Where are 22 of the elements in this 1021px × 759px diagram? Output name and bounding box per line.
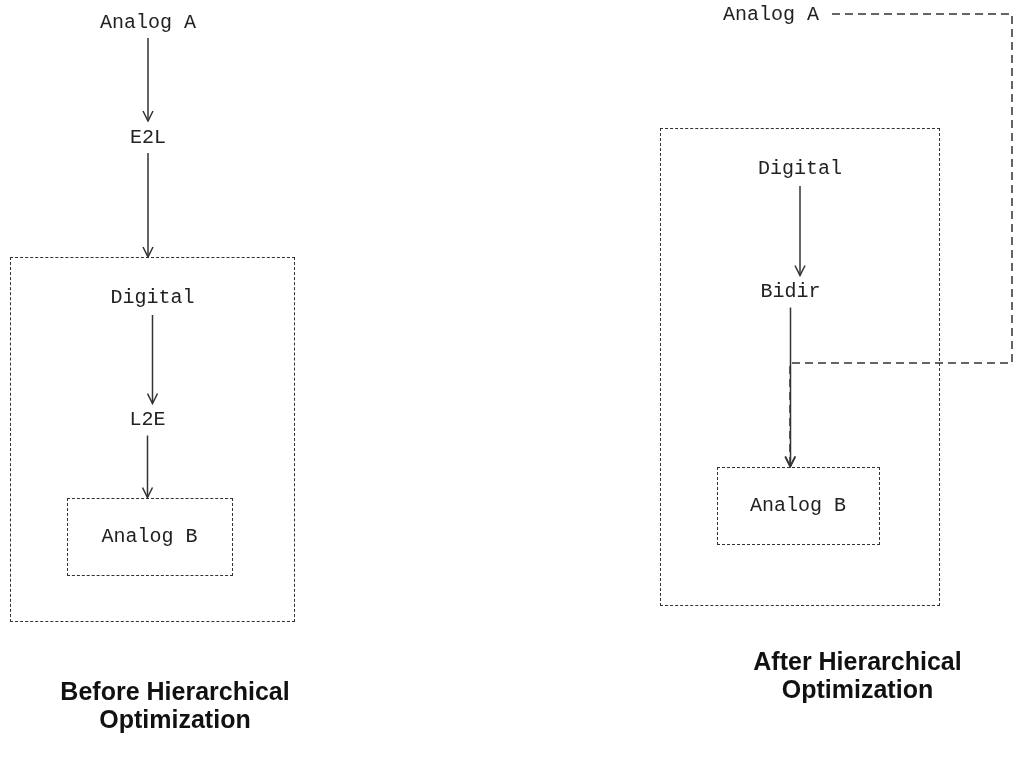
block-label: Analog B (101, 525, 198, 548)
block-title: Digital (110, 286, 195, 309)
signal-label: E2L (124, 121, 172, 153)
caption: After Hierarchical Optimization (752, 648, 963, 703)
block-title: Digital (758, 157, 842, 180)
signal-label: Bidir (751, 275, 830, 308)
block-label: Analog B (750, 494, 846, 517)
signal-label: Analog A (712, 0, 830, 28)
arrow (141, 434, 154, 499)
signal-label: Analog A (95, 6, 201, 38)
block-box (66, 497, 233, 576)
arrow (142, 152, 154, 258)
arrow (794, 185, 806, 277)
arrow (142, 37, 154, 122)
block-box (10, 257, 295, 622)
block-box (660, 128, 940, 606)
block-box (716, 466, 880, 545)
arrow (784, 306, 797, 468)
caption: Before Hierarchical Optimization (59, 678, 291, 733)
arrow (784, 13, 1013, 468)
arrow (146, 314, 159, 405)
signal-label: L2E (123, 403, 172, 436)
